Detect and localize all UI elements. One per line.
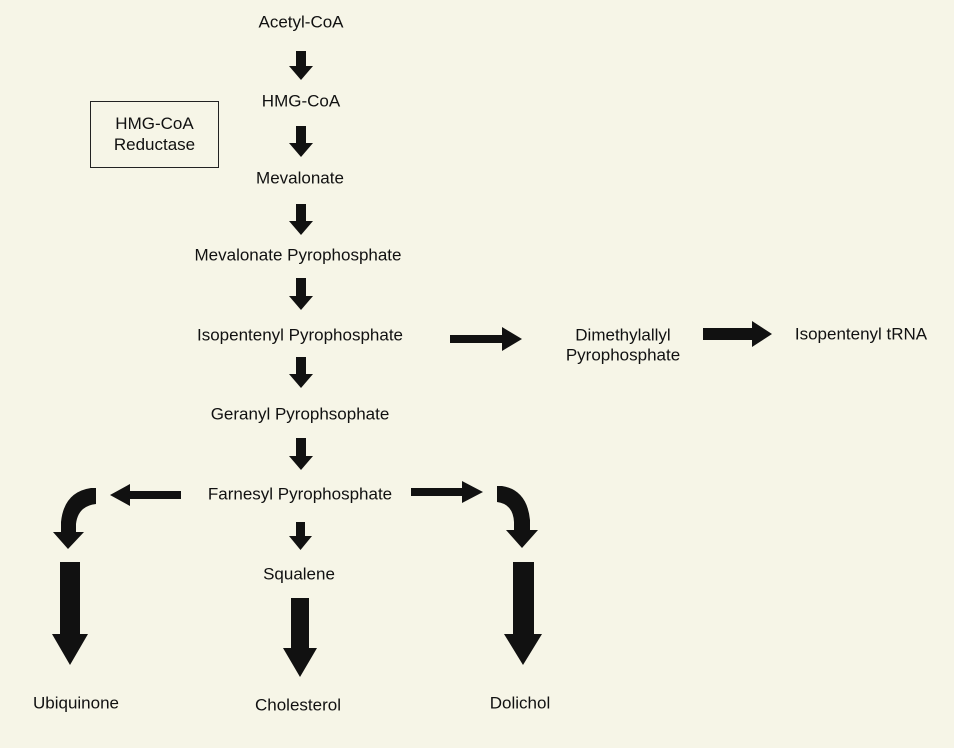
curved-arrow-to-dolichol — [497, 486, 538, 548]
label-dolichol: Dolichol — [489, 693, 551, 713]
arrow-acetyl-to-hmg — [289, 51, 313, 80]
label-squalene: Squalene — [263, 564, 335, 584]
enzyme-label-line1: HMG-CoA — [115, 114, 194, 134]
label-cholesterol: Cholesterol — [255, 695, 341, 715]
label-farnesyl-pyrophosphate: Farnesyl Pyrophosphate — [207, 484, 393, 504]
label-geranyl-pyrophosphate: Geranyl Pyrophsophate — [210, 404, 390, 424]
enzyme-box-hmg-coa-reductase: HMG-CoA Reductase — [90, 101, 219, 168]
arrow-squalene-to-cholesterol — [283, 598, 317, 677]
label-hmg-coa: HMG-CoA — [261, 91, 341, 111]
label-ubiquinone: Ubiquinone — [32, 693, 120, 713]
arrow-geranyl-pp-to-farnesyl-pp — [289, 438, 313, 470]
arrow-dimethylallyl-pp-to-isopentenyl-trna — [703, 321, 772, 347]
curved-arrow-to-ubiquinone — [53, 488, 96, 549]
label-mevalonate: Mevalonate — [256, 168, 344, 188]
label-isopentenyl-pyrophosphate: Isopentenyl Pyrophosphate — [196, 325, 404, 345]
arrow-isopentenyl-pp-to-geranyl-pp — [289, 357, 313, 388]
label-dimethylallyl-line1: Dimethylallyl — [575, 325, 671, 345]
arrow-hmg-to-mevalonate — [289, 126, 313, 157]
arrow-mevalonate-to-mevalonate-pp — [289, 204, 313, 235]
arrow-to-ubiquinone — [52, 562, 88, 665]
arrow-farnesyl-pp-to-squalene — [289, 522, 312, 550]
arrow-mevalonate-pp-to-isopentenyl-pp — [289, 278, 313, 310]
label-dimethylallyl-line2: Pyrophosphate — [565, 346, 681, 365]
label-dimethylallyl-pyrophosphate: Dimethylallyl Pyrophosphate — [566, 326, 680, 367]
enzyme-label-line2: Reductase — [113, 134, 196, 154]
arrow-farnesyl-pp-left — [110, 484, 181, 506]
label-mevalonate-pyrophosphate: Mevalonate Pyrophosphate — [194, 245, 402, 265]
arrow-to-dolichol — [504, 562, 542, 665]
label-acetyl-coa: Acetyl-CoA — [258, 12, 344, 32]
arrow-isopentenyl-pp-to-dimethylallyl-pp — [450, 327, 522, 351]
label-isopentenyl-trna: Isopentenyl tRNA — [794, 324, 928, 344]
arrow-farnesyl-pp-right — [411, 481, 483, 503]
